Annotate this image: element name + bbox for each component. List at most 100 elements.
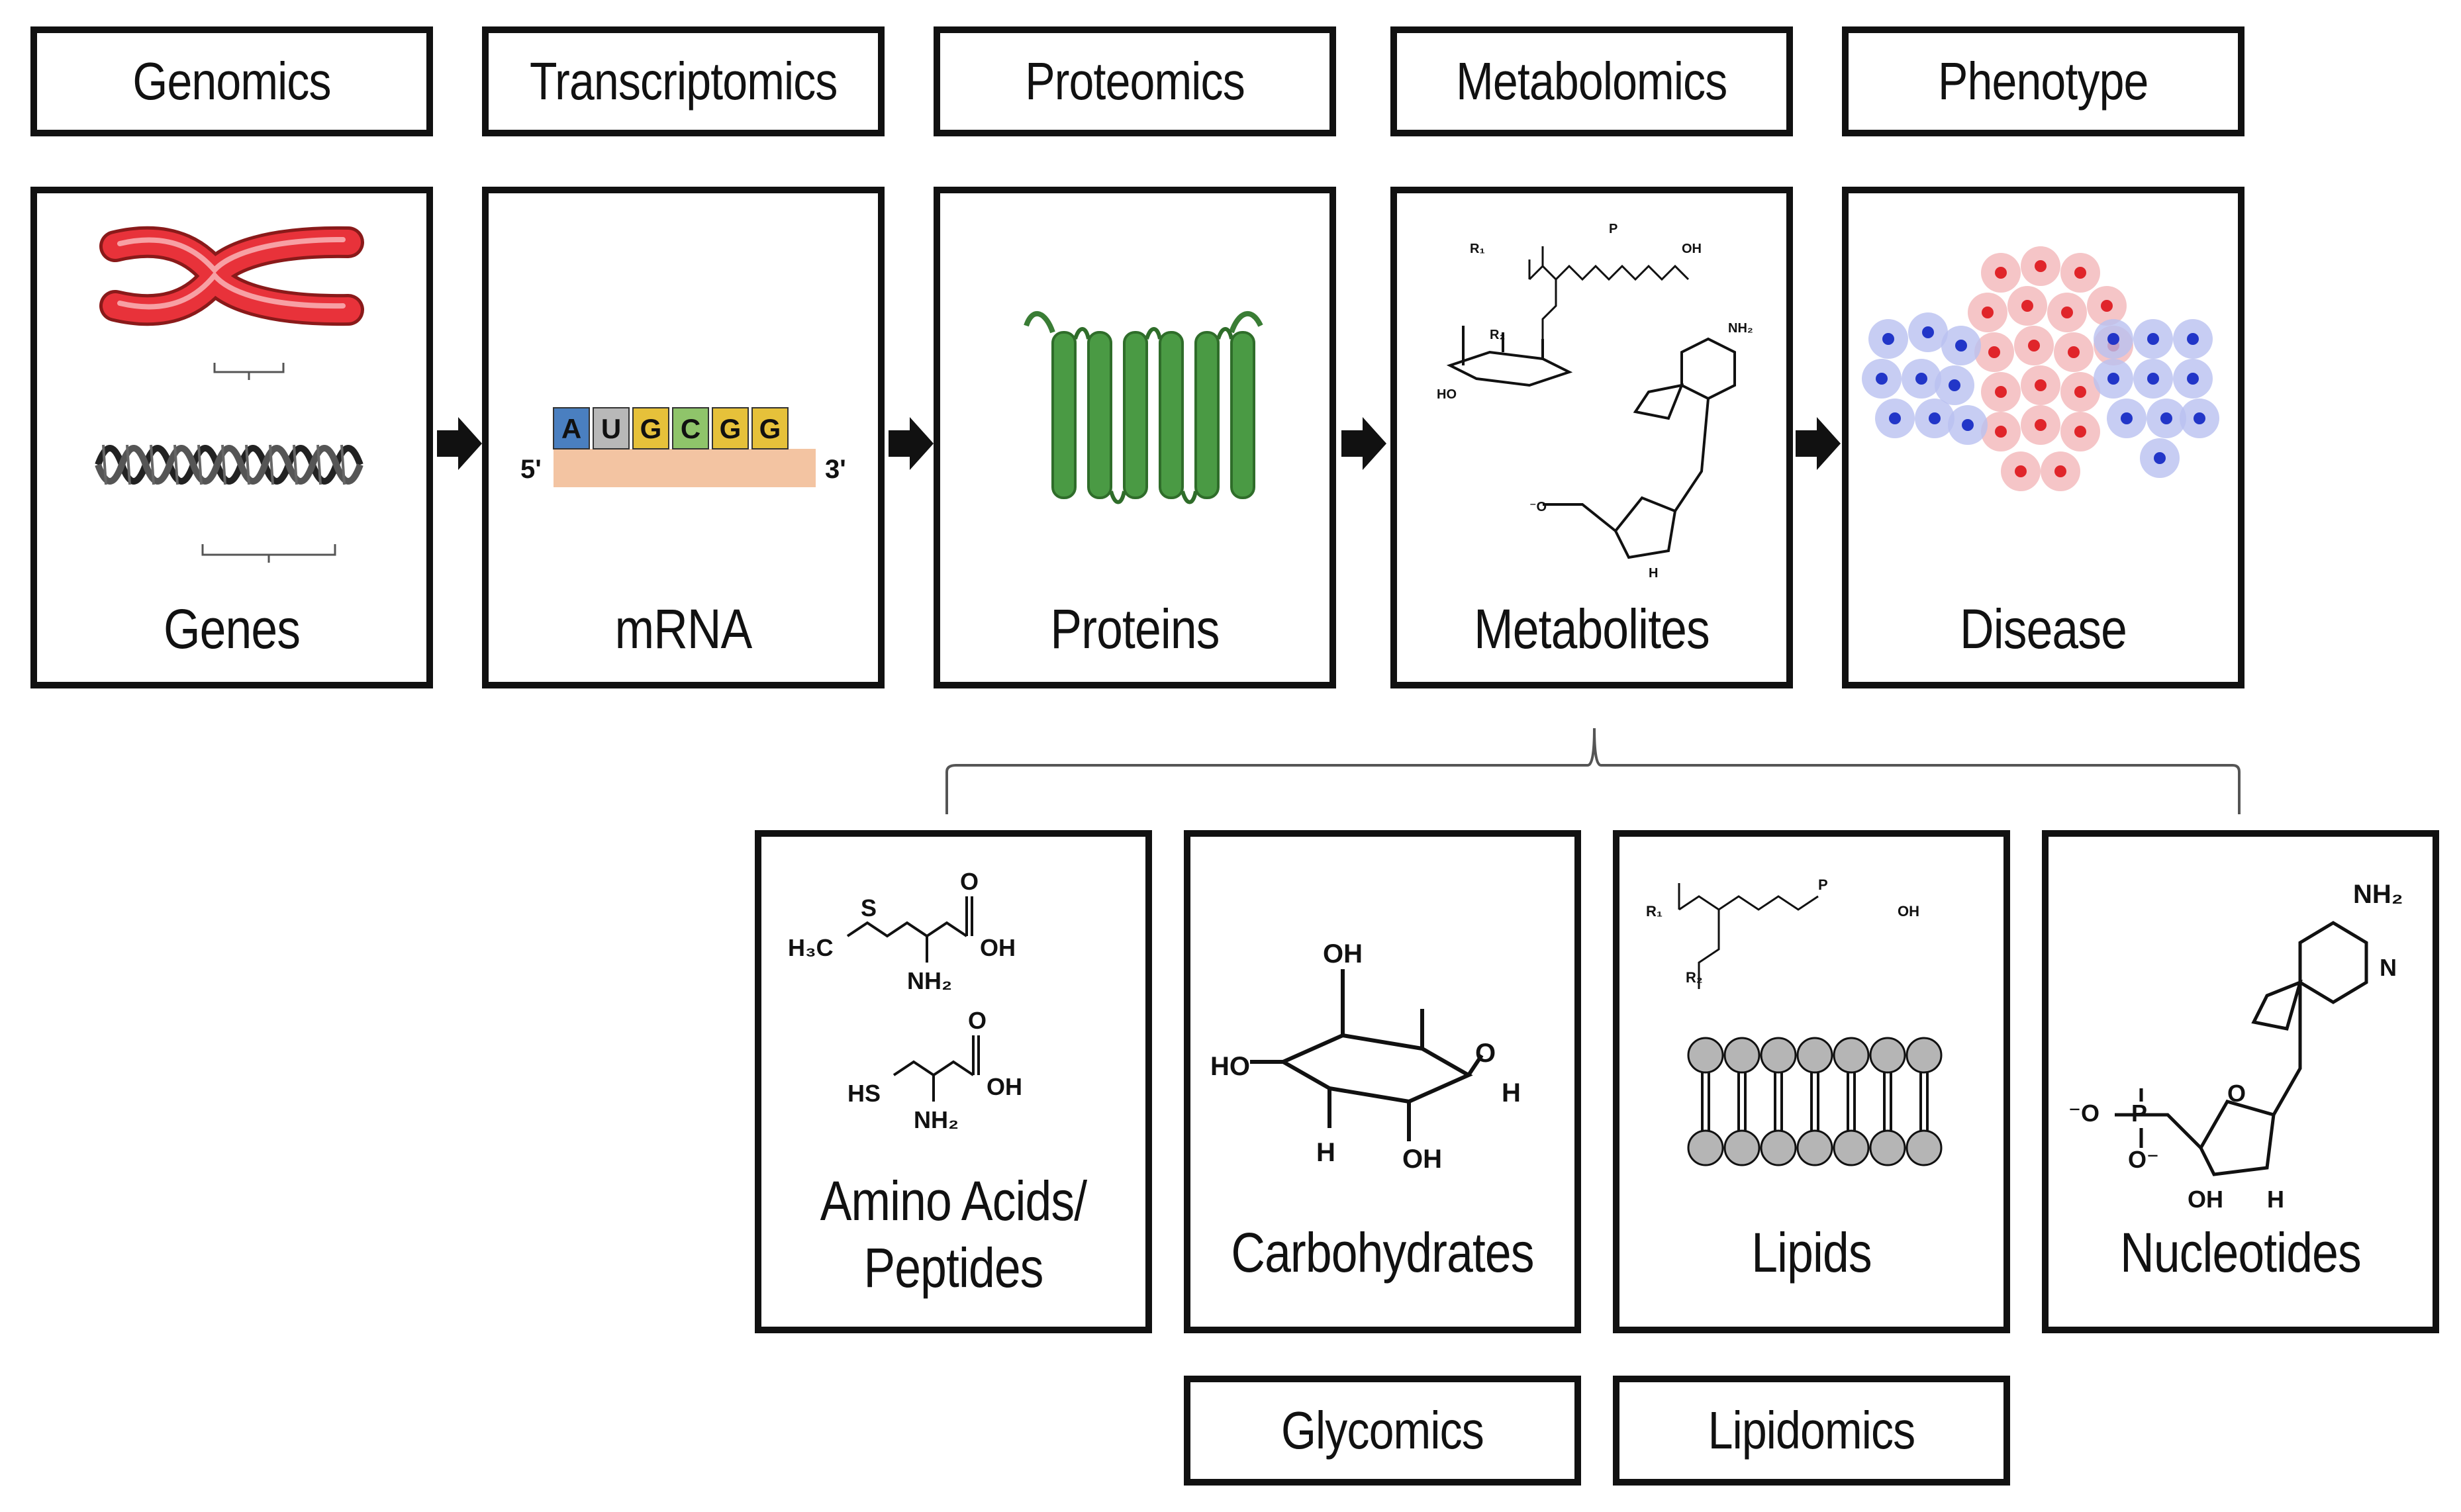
header-metabolomics-label: Metabolomics bbox=[1456, 52, 1727, 111]
panel-proteins-label: Proteins bbox=[1050, 598, 1220, 660]
lipid-head-bottom bbox=[1869, 1129, 1906, 1166]
nh2-label-2: NH₂ bbox=[914, 1106, 959, 1133]
subpanel-amino-label-line2: Peptides bbox=[863, 1236, 1043, 1299]
cell-nucleus bbox=[2121, 412, 2133, 424]
cell-nucleus bbox=[2154, 452, 2166, 464]
carb-h-label: H bbox=[1502, 1078, 1521, 1108]
nuc-nh2-label: NH₂ bbox=[2353, 880, 2403, 909]
panel-disease-label: Disease bbox=[1959, 598, 2127, 660]
mrna-base-letter: G bbox=[759, 413, 781, 444]
nuc-oh-label: OH bbox=[2188, 1186, 2223, 1213]
lipid-oh-label: OH bbox=[1898, 903, 1919, 920]
lipid-head-top bbox=[1687, 1037, 1724, 1074]
cell-nucleus bbox=[1982, 307, 1994, 318]
footer-glycomics: Glycomics bbox=[1184, 1376, 1581, 1486]
lipid-head-bottom bbox=[1796, 1129, 1833, 1166]
cell-nucleus bbox=[2035, 260, 2047, 272]
arrow-genes-to-mrna-icon bbox=[437, 417, 482, 470]
header-transcriptomics-label: Transcriptomics bbox=[529, 52, 838, 111]
nuc-o-label: O bbox=[2227, 1080, 2246, 1107]
carb-h-bottom-label: H bbox=[1316, 1138, 1335, 1167]
metabolite-r1-label: R₁ bbox=[1470, 242, 1485, 256]
footer-lipidomics: Lipidomics bbox=[1613, 1376, 2010, 1486]
mrna-base-tile bbox=[632, 407, 669, 449]
cell-nucleus bbox=[2028, 340, 2040, 352]
metabolite-oh-label: OH bbox=[1682, 242, 1702, 256]
lipid-bilayer-illustration: R₁ R₂ P OH bbox=[1646, 876, 1943, 1166]
carbohydrate-structure-icon bbox=[1446, 326, 1573, 387]
cell-nucleus bbox=[1876, 373, 1888, 385]
mrna-base-letter: U bbox=[601, 413, 621, 444]
dna-helix-icon bbox=[95, 444, 363, 485]
header-metabolomics: Metabolomics bbox=[1390, 26, 1793, 136]
cell-nucleus bbox=[2160, 412, 2172, 424]
panel-proteins: Proteins bbox=[934, 187, 1336, 688]
chromosome-icon bbox=[99, 226, 364, 326]
panel-genes: Genes bbox=[30, 187, 433, 688]
transmembrane-protein-icon bbox=[1024, 310, 1263, 504]
cell-nucleus bbox=[1995, 267, 2007, 279]
nucleotide-structure: NH₂ N ⁻O P O⁻ O OH H bbox=[2068, 880, 2403, 1213]
subpanel-lipids: R₁ R₂ P OH Lipids bbox=[1613, 830, 2010, 1333]
cell-nucleus bbox=[1882, 333, 1894, 345]
cell-nucleus bbox=[2021, 300, 2033, 312]
mrna-base-tile bbox=[553, 407, 590, 449]
lipid-head-bottom bbox=[1687, 1129, 1724, 1166]
panel-metabolites-label: Metabolites bbox=[1474, 598, 1710, 660]
lipid-head-top bbox=[1906, 1037, 1943, 1074]
cell-nucleus bbox=[2074, 386, 2086, 398]
panel-metabolites: R₁ R₂ P OH HO NH₂ ⁻O H Metabolites bbox=[1390, 187, 1793, 688]
mrna-base-letter: G bbox=[640, 413, 662, 444]
cell-nucleus bbox=[1922, 326, 1934, 338]
h3c-label: H₃C bbox=[788, 934, 834, 961]
membrane-bilayer bbox=[1687, 1037, 1943, 1166]
mrna-base-letter: G bbox=[720, 413, 742, 444]
subpanel-nucleotides: NH₂ N ⁻O P O⁻ O OH H Nucleotides bbox=[2042, 830, 2439, 1333]
cell-nucleus bbox=[2015, 465, 2027, 477]
oxygen-label-2: O bbox=[968, 1007, 987, 1034]
cell-nucleus bbox=[2035, 419, 2047, 431]
nucleotide-structure-icon bbox=[1543, 337, 1736, 559]
cell-nucleus bbox=[2061, 307, 2073, 318]
mrna-base-tile bbox=[672, 407, 709, 449]
cell-nucleus bbox=[1915, 373, 1927, 385]
brace-connector bbox=[945, 728, 2241, 814]
oh-label-2: OH bbox=[987, 1073, 1022, 1100]
header-proteomics-label: Proteomics bbox=[1025, 52, 1245, 111]
lipid-head-top bbox=[1869, 1037, 1906, 1074]
cell-nucleus bbox=[1995, 426, 2007, 438]
nuc-h-label: H bbox=[2267, 1186, 2284, 1213]
cell-nucleus bbox=[2074, 426, 2086, 438]
metabolite-h-label: H bbox=[1649, 566, 1658, 581]
lipid-r1-label: R₁ bbox=[1646, 903, 1663, 920]
lipid-head-top bbox=[1723, 1037, 1761, 1074]
cell-nucleus bbox=[1962, 419, 1974, 431]
carb-o-label: O bbox=[1475, 1039, 1496, 1068]
cell-nucleus bbox=[2035, 379, 2047, 391]
lipid-head-bottom bbox=[1833, 1129, 1870, 1166]
metabolite-p-label: P bbox=[1609, 222, 1617, 236]
hs-label: HS bbox=[847, 1080, 881, 1107]
arrow-metabolites-to-disease-icon bbox=[1796, 417, 1841, 470]
metabolite-r2-label: R₂ bbox=[1490, 328, 1505, 342]
carbohydrate-structure: OH HO O H H OH bbox=[1210, 939, 1521, 1174]
oxygen-label-1: O bbox=[960, 868, 979, 895]
cell-nucleus bbox=[2054, 465, 2066, 477]
lipid-head-bottom bbox=[1760, 1129, 1797, 1166]
metabolite-nh2-label: NH₂ bbox=[1728, 321, 1753, 336]
footer-glycomics-label: Glycomics bbox=[1281, 1401, 1484, 1460]
nuc-n-label: N bbox=[2380, 954, 2397, 981]
metabolites-illustration: R₁ R₂ P OH HO NH₂ ⁻O H bbox=[1437, 222, 1753, 581]
mrna-base-letter: A bbox=[561, 413, 581, 444]
subpanel-amino-label-line1: Amino Acids/ bbox=[820, 1170, 1087, 1232]
five-prime-label: 5' bbox=[520, 455, 542, 484]
cell-nucleus bbox=[2107, 373, 2119, 385]
lipid-head-top bbox=[1833, 1037, 1870, 1074]
metabolite-ho-label: HO bbox=[1437, 387, 1457, 402]
mrna-strand bbox=[554, 449, 816, 487]
lipid-head-top bbox=[1796, 1037, 1833, 1074]
subpanel-lipids-label: Lipids bbox=[1751, 1221, 1872, 1284]
